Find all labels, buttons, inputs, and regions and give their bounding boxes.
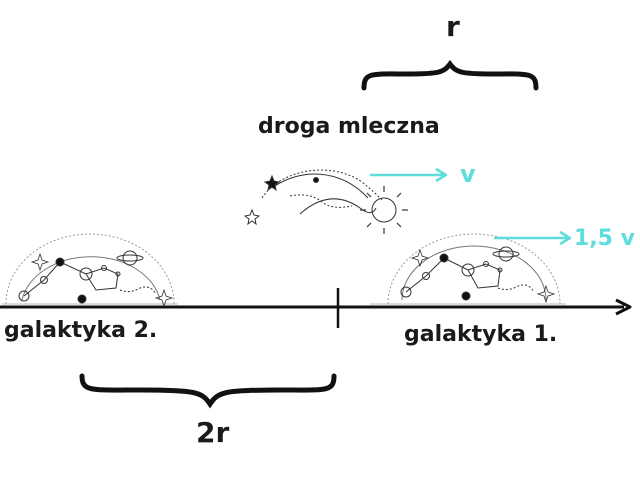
label-galaxy-2: galaktyka 2. (4, 318, 158, 343)
constellation-dome-icon (2, 233, 178, 308)
label-two-r: 2r (196, 416, 230, 449)
comet-sun-icon (243, 169, 408, 234)
label-milky-way: droga mleczna (258, 114, 440, 139)
label-galaxy-1: galaktyka 1. (404, 322, 558, 347)
axis-arrow-icon (0, 298, 632, 316)
brace-r (361, 59, 539, 91)
velocity-arrow-galaxy-1 (494, 230, 572, 246)
velocity-arrow-milky-way (370, 167, 448, 183)
label-velocity-milky-way: v (460, 160, 476, 188)
label-velocity-galaxy-1: 1,5 v (574, 226, 635, 251)
brace-2r (79, 373, 337, 409)
label-r: r (446, 10, 460, 43)
constellation-dome-icon (370, 233, 566, 305)
